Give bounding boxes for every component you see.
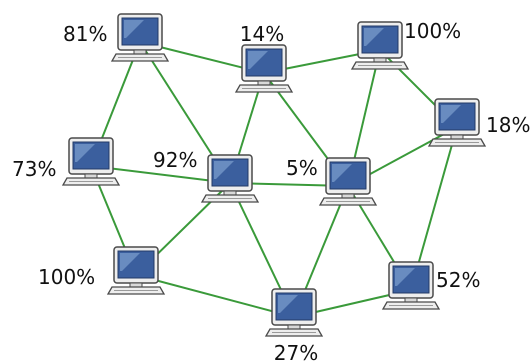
node-label: 100% [404, 19, 461, 43]
node-n1[interactable]: 81% [63, 13, 170, 62]
node-n3[interactable]: 100% [350, 19, 461, 70]
computer-icon [381, 261, 441, 310]
computer-icon [350, 21, 410, 70]
node-label: 81% [63, 22, 107, 46]
computer-icon [200, 154, 260, 203]
node-n6[interactable]: 92% [153, 148, 260, 203]
computer-icon [106, 246, 166, 295]
node-n5[interactable]: 73% [12, 137, 121, 186]
node-n4[interactable]: 18% [427, 98, 530, 147]
link-n5-n6 [90, 165, 231, 184]
computer-icon [318, 157, 378, 206]
node-label: 92% [153, 148, 197, 172]
node-label: 18% [486, 113, 530, 137]
node-label: 73% [12, 157, 56, 181]
computer-icon [61, 137, 121, 186]
node-label: 52% [436, 268, 480, 292]
node-label: 100% [38, 265, 95, 289]
node-n2[interactable]: 14% [234, 22, 294, 93]
node-n10[interactable]: 27% [264, 288, 324, 363]
node-n8[interactable]: 100% [38, 246, 166, 295]
node-label: 14% [240, 22, 284, 46]
computer-icon [234, 44, 294, 93]
node-label: 27% [274, 341, 318, 363]
computer-icon [110, 13, 170, 62]
computer-icon [427, 98, 487, 147]
node-n7[interactable]: 5% [286, 156, 378, 206]
network-nodes: 81% 14% 100% 18% 73% 92% 5% 100% 52% 27% [12, 13, 530, 363]
node-n9[interactable]: 52% [381, 261, 480, 310]
link-n8-n10 [135, 274, 295, 318]
computer-icon [264, 288, 324, 337]
node-label: 5% [286, 156, 318, 180]
